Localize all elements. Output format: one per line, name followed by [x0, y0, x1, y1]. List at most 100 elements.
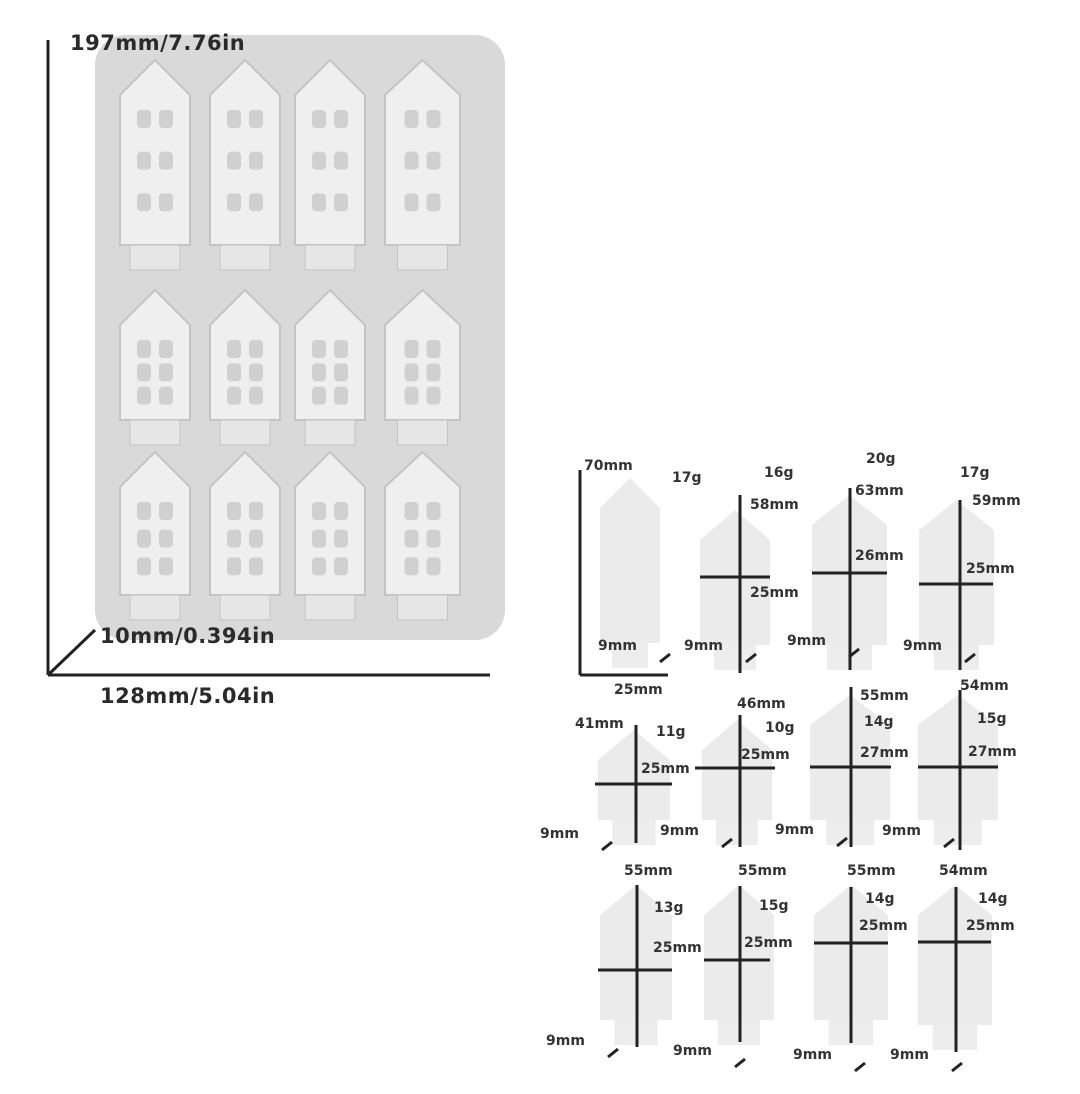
piece-width-label: 25mm [641, 761, 690, 777]
house-cavity [119, 288, 191, 421]
mold-height-label: 197mm/7.76in [70, 31, 246, 55]
window-detail [312, 502, 326, 520]
piece-width-label: 27mm [968, 744, 1017, 760]
piece-depth-tick [854, 1061, 866, 1073]
window-detail [312, 386, 326, 405]
window-detail [312, 151, 326, 170]
piece-width-label: 25mm [744, 935, 793, 951]
window-detail [249, 340, 263, 358]
house-base-cavity [397, 419, 448, 446]
window-detail [137, 557, 151, 576]
piece-depth-label: 9mm [540, 826, 579, 842]
house-base-cavity [129, 594, 181, 621]
window-detail [426, 110, 441, 128]
window-detail [137, 151, 151, 170]
window-detail [227, 502, 241, 520]
piece-weight-label: 14g [865, 891, 895, 907]
window-detail [404, 110, 419, 128]
house-cavity [209, 450, 281, 596]
window-detail [426, 363, 441, 382]
window-detail [334, 363, 348, 382]
piece-house-silhouette [598, 730, 670, 820]
piece-width-label: 25mm [750, 585, 799, 601]
window-detail [159, 363, 173, 382]
house-cavity [119, 58, 191, 246]
piece-depth-tick [745, 652, 757, 664]
piece-depth-label: 9mm [673, 1043, 712, 1059]
window-detail [249, 363, 263, 382]
window-detail [227, 529, 241, 548]
piece-depth-label: 9mm [598, 638, 637, 654]
house-cavity [119, 450, 191, 596]
house-cavity [209, 288, 281, 421]
window-detail [426, 151, 441, 170]
window-detail [227, 386, 241, 405]
house-cavity [294, 288, 366, 421]
window-detail [249, 502, 263, 520]
piece-depth-tick [836, 836, 848, 848]
piece-weight-label: 20g [866, 451, 896, 467]
piece-house-base [714, 645, 756, 670]
window-detail [159, 386, 173, 405]
piece-depth-label: 9mm [793, 1047, 832, 1063]
piece-weight-label: 15g [759, 898, 789, 914]
house-cavity [384, 58, 461, 246]
piece-height-label: 70mm [584, 458, 633, 474]
piece-weight-label: 15g [977, 711, 1007, 727]
piece-height-label: 55mm [860, 688, 909, 704]
window-detail [334, 340, 348, 358]
house-base-cavity [397, 594, 448, 621]
piece-depth-label: 9mm [775, 822, 814, 838]
window-detail [312, 193, 326, 212]
piece-height-label: 58mm [750, 497, 799, 513]
piece-width-label: 25mm [653, 940, 702, 956]
piece-house-base [612, 820, 656, 845]
window-detail [159, 151, 173, 170]
window-detail [137, 340, 151, 358]
house-cavity [294, 58, 366, 246]
piece-depth-tick [607, 1047, 619, 1059]
piece-depth-label: 9mm [787, 633, 826, 649]
window-detail [404, 386, 419, 405]
piece-weight-label: 11g [656, 724, 686, 740]
piece-house-silhouette [918, 695, 998, 820]
piece-weight-label: 17g [672, 470, 702, 486]
house-cavity [384, 288, 461, 421]
piece-house-silhouette [600, 478, 660, 643]
window-detail [249, 151, 263, 170]
window-detail [404, 502, 419, 520]
window-detail [312, 110, 326, 128]
piece-weight-label: 16g [764, 465, 794, 481]
window-detail [227, 193, 241, 212]
piece-depth-label: 9mm [684, 638, 723, 654]
piece-weight-label: 13g [654, 900, 684, 916]
piece-width-label: 25mm [859, 918, 908, 934]
window-detail [334, 151, 348, 170]
piece-height-label: 59mm [972, 493, 1021, 509]
window-detail [404, 340, 419, 358]
window-detail [227, 557, 241, 576]
window-detail [227, 363, 241, 382]
piece-depth-tick [659, 652, 671, 664]
window-detail [404, 193, 419, 212]
window-detail [404, 529, 419, 548]
house-base-cavity [219, 419, 271, 446]
piece-height-label: 46mm [737, 696, 786, 712]
window-detail [312, 557, 326, 576]
piece-width-label: 25mm [741, 747, 790, 763]
house-cavity [384, 450, 461, 596]
window-detail [137, 529, 151, 548]
piece-weight-label: 14g [864, 714, 894, 730]
window-detail [159, 110, 173, 128]
window-detail [227, 151, 241, 170]
house-base-cavity [219, 594, 271, 621]
window-detail [159, 557, 173, 576]
piece-height-label: 41mm [575, 716, 624, 732]
piece-house-silhouette [919, 500, 994, 645]
window-detail [227, 340, 241, 358]
window-detail [137, 110, 151, 128]
window-detail [426, 557, 441, 576]
piece-weight-label: 17g [960, 465, 990, 481]
window-detail [249, 557, 263, 576]
mold-width-label: 128mm/5.04in [100, 684, 276, 708]
